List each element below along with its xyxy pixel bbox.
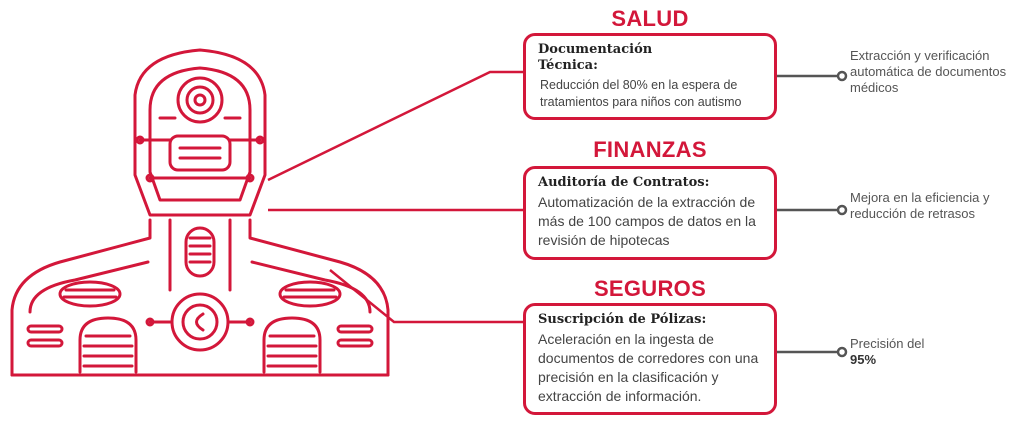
- note-salud: Extracción y verificación automática de …: [850, 48, 1015, 96]
- section-heading-finanzas: FINANZAS: [593, 137, 707, 162]
- note-finanzas: Mejora en la eficiencia y reducción de r…: [850, 190, 1015, 222]
- card-finanzas: Auditoría de Contratos: Automatización d…: [523, 166, 777, 260]
- section-heading-salud: SALUD: [611, 6, 689, 31]
- robot-illustration-icon: [10, 48, 390, 377]
- note-seguros: Precisión del 95%: [850, 336, 1015, 368]
- card-title-seguros: Suscripción de Pólizas:: [538, 312, 707, 327]
- note-text-seguros: Precisión del: [850, 336, 925, 351]
- section-heading-seguros: SEGUROS: [593, 276, 707, 301]
- card-title-finanzas: Auditoría de Contratos:: [538, 175, 710, 190]
- note-value-seguros: 95%: [850, 352, 877, 367]
- note-text-finanzas: Mejora en la eficiencia y reducción de r…: [850, 190, 990, 221]
- card-text-seguros: Aceleración en la ingesta de documentos …: [538, 331, 759, 404]
- card-salud: Documentación Técnica: Reducción del 80%…: [523, 33, 777, 120]
- card-title-salud: Documentación Técnica:: [538, 42, 653, 73]
- card-text-finanzas: Automatización de la extracción de más d…: [538, 194, 756, 248]
- card-seguros: Suscripción de Pólizas: Aceleración en l…: [523, 303, 777, 415]
- note-text-salud: Extracción y verificación automática de …: [850, 48, 1007, 95]
- card-text-salud: Reducción del 80% en la espera de tratam…: [540, 78, 742, 109]
